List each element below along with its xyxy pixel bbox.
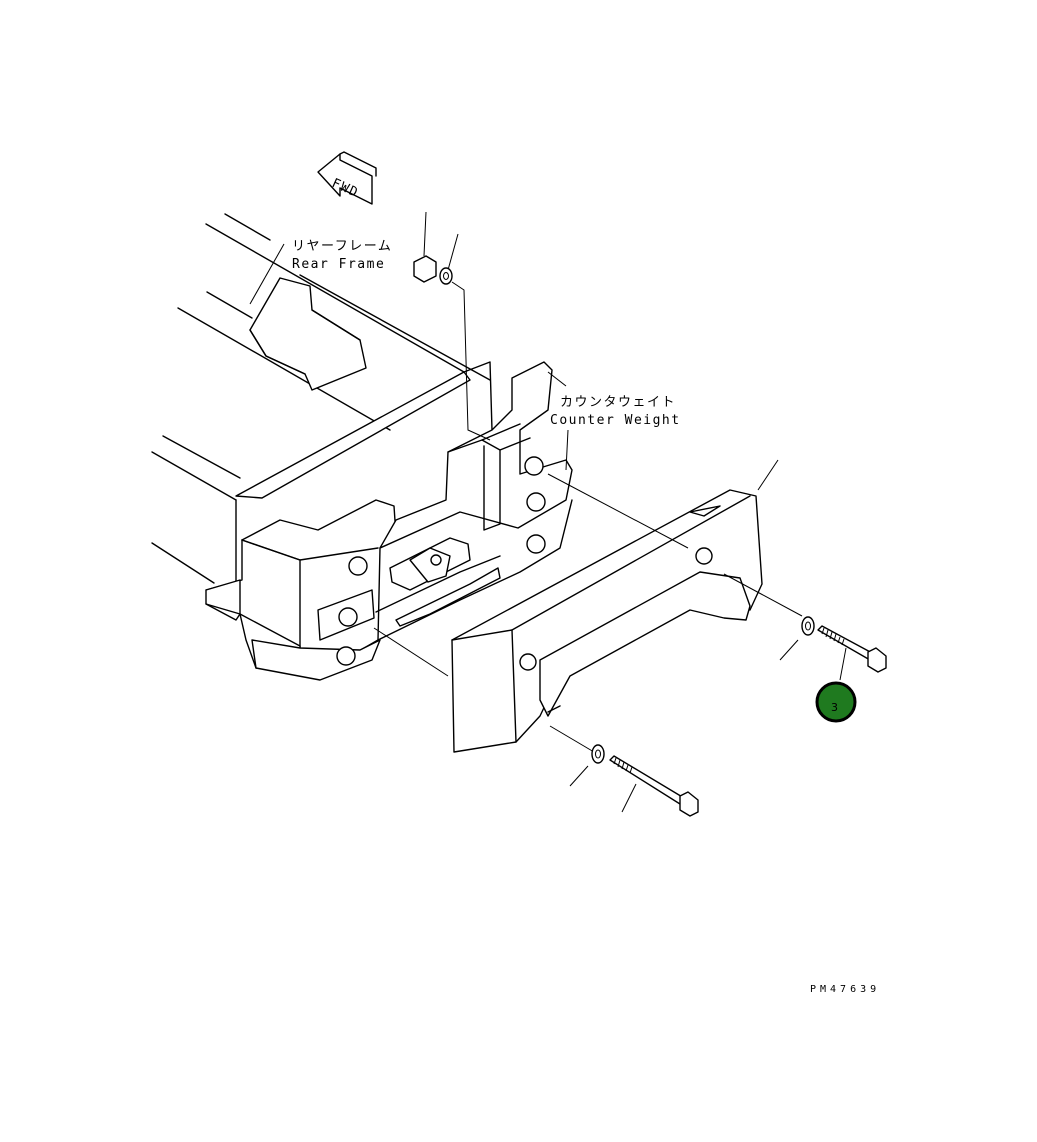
rear-frame [151,213,573,681]
counter-weight-label-jp: カウンタウェイト [560,395,676,410]
callout-circle[interactable] [815,681,857,723]
counter-weight-label-en: Counter Weight [550,413,681,428]
callout-number: 3 [831,701,838,714]
nut-and-washer [413,211,491,441]
callout-3[interactable]: 3 [815,681,857,723]
right-bolt-and-washer [779,616,887,681]
drawing-code: PM47639 [810,984,880,995]
bottom-bolt-and-washer [569,744,699,817]
fwd-arrow-icon: FWD [317,151,377,205]
rear-frame-label-en: Rear Frame [292,257,385,272]
rear-frame-label-jp: リヤーフレーム [292,239,392,254]
